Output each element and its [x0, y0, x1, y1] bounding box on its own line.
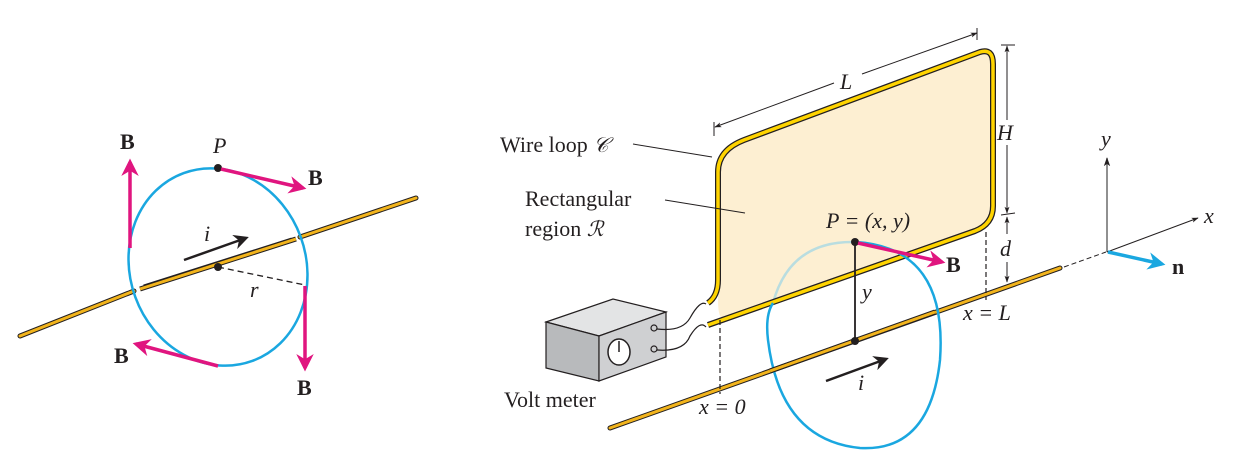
point-p-marker-right — [851, 238, 859, 246]
wire-point-marker — [851, 337, 859, 345]
normal-label: n — [1172, 254, 1184, 279]
field-label-bottom-right: B — [297, 375, 312, 400]
field-circle — [765, 240, 942, 450]
height-dimension — [1000, 44, 1016, 216]
field-arrow-top — [220, 167, 307, 194]
center-point — [214, 263, 222, 271]
normal-vector-icon — [1107, 250, 1166, 270]
radius-label: r — [250, 277, 259, 302]
radius-line — [217, 266, 306, 286]
point-p-label: P — [212, 133, 226, 158]
current-label-right: i — [858, 370, 864, 395]
point-p-coords-label: P = (x, y) — [825, 208, 910, 233]
field-circle — [127, 167, 309, 367]
x-axis — [1106, 217, 1199, 253]
wire-loop-label: Wire loop 𝒞 — [500, 132, 614, 157]
region-leader — [664, 199, 746, 214]
y-axis-label: y — [1099, 126, 1111, 151]
height-label: H — [996, 120, 1014, 145]
x-zero-label: x = 0 — [698, 394, 746, 419]
wire-loop-leader — [632, 143, 713, 158]
current-label: i — [204, 221, 210, 246]
wire-extension — [1063, 251, 1107, 268]
distance-label: d — [1000, 236, 1012, 261]
field-label-right: B — [946, 252, 961, 277]
x-axis-label: x — [1203, 203, 1214, 228]
point-p-marker — [214, 164, 222, 172]
volt-meter-label: Volt meter — [504, 387, 597, 412]
length-label: L — [839, 69, 852, 94]
current-arrow-icon-right — [825, 356, 889, 383]
x-L-label: x = L — [962, 300, 1011, 325]
rectangular-region — [718, 51, 993, 319]
left-panel: P i r B B B B — [17, 129, 419, 400]
field-label-top-left: B — [120, 129, 135, 154]
field-label-bottom-left: B — [114, 343, 129, 368]
field-label-top-right: B — [308, 165, 323, 190]
y-segment-label: y — [860, 279, 872, 304]
wire-loop — [706, 48, 996, 328]
length-dimension — [713, 28, 978, 136]
right-panel: Wire loop 𝒞 Rectangular region ℛ L H d P… — [500, 28, 1214, 450]
field-arrow-bottom — [132, 339, 219, 368]
region-label-line2: region ℛ — [525, 216, 605, 241]
field-circle-faded — [771, 240, 857, 304]
field-arrow-p — [857, 241, 946, 268]
region-label-line1: Rectangular — [525, 186, 632, 211]
coordinate-axes — [1103, 157, 1199, 270]
volt-meter-icon — [543, 298, 707, 382]
current-arrow-icon — [183, 234, 249, 262]
